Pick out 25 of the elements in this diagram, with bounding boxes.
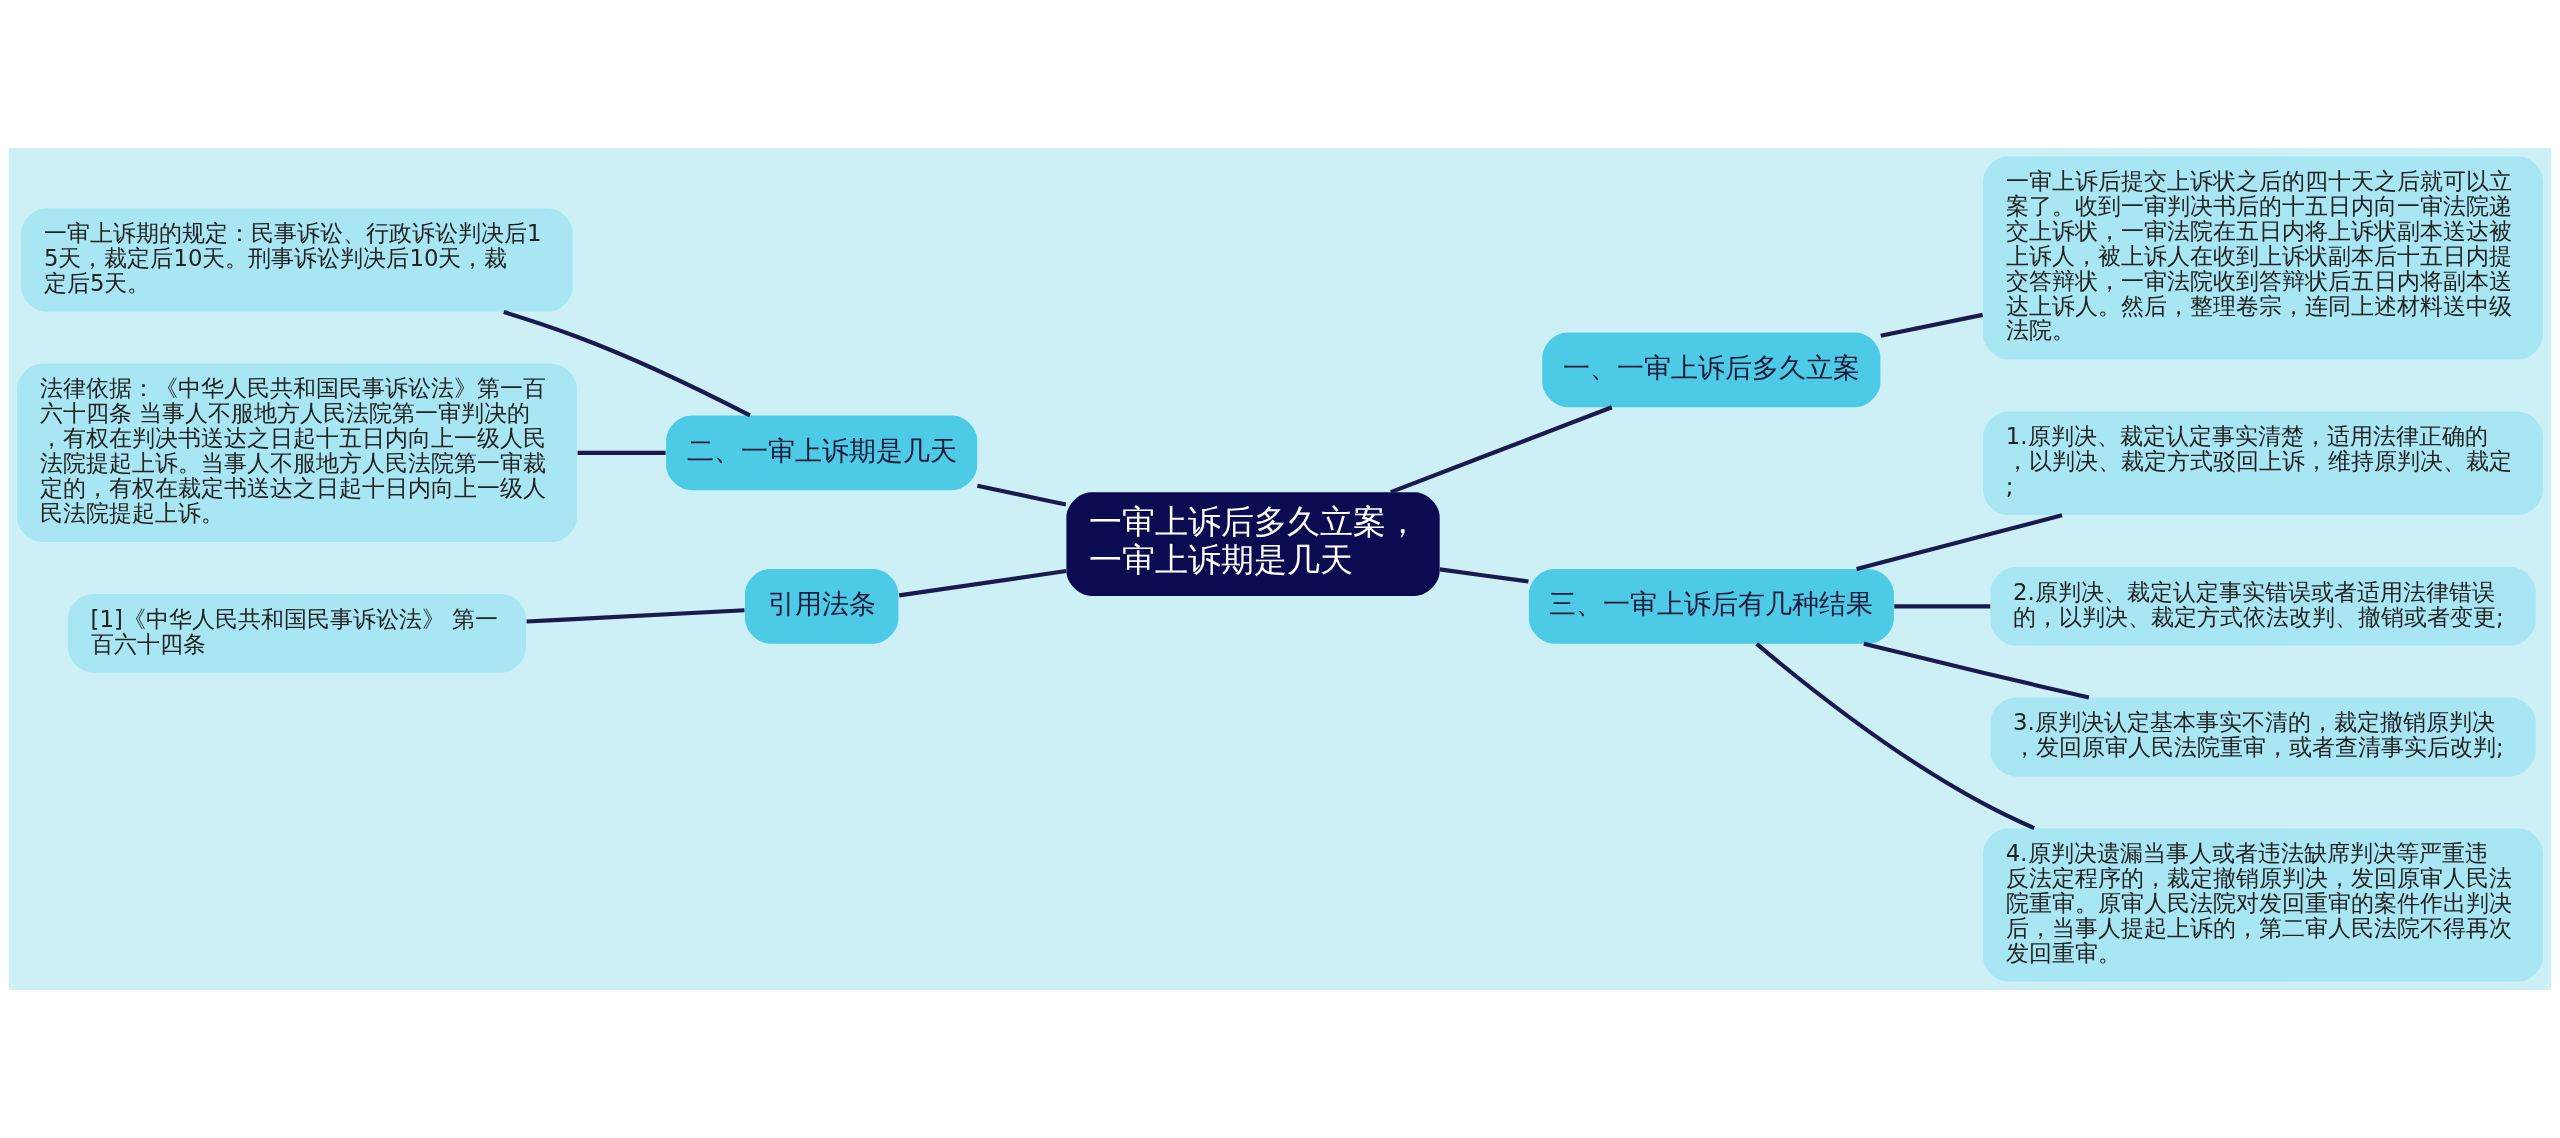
connector — [1863, 641, 2090, 700]
node-box: 4.原判决遗漏当事人或者违法缺席判决等严重违反法定程序的，裁定撤销原判决，发回原审人民法院重审。原审人民法院对发回重审的案件作出判决后，当事人提起上诉的，第二审人民法院不得再次发回重审。 — [1983, 828, 2543, 982]
node-box: 三、一审上诉后有几种结果 — [1528, 569, 1894, 644]
connector — [577, 450, 666, 455]
connector — [1439, 567, 1529, 584]
node-box: 二、一审上诉期是几天 — [666, 415, 978, 491]
connector — [1755, 642, 2035, 831]
connector — [526, 608, 745, 624]
connector — [1894, 604, 1991, 609]
node-box: 一审上诉后提交上诉状之后的四十天之后就可以立案了。收到一审判决书后的十五日内向一审法院递交上诉状，一审法院在五日内将上诉状副本送达被上诉人，被上诉人在收到上诉状副本后十五日内提交答辩状，一审法院收到答辩状后五日内将副本送达上诉人。然后，整理卷宗，连同上述材料送中级法院。 — [1983, 156, 2543, 360]
node-box: 一、一审上诉后多久立案 — [1542, 332, 1881, 408]
node-box: 1.原判决、裁定认定事实清楚，适用法律正确的，以判决、裁定方式驳回上诉，维持原判决、裁定; — [1983, 411, 2543, 516]
node-box: 一审上诉后多久立案，一审上诉期是几天 — [1066, 492, 1440, 596]
connector — [1880, 312, 1984, 338]
connector — [1390, 405, 1613, 494]
node-box: 一审上诉期的规定：民事诉讼、行政诉讼判决后15天，裁定后10天。刑事诉讼判决后10天，裁定后5天。 — [21, 208, 573, 312]
node-box: [1]《中华人民共和国民事诉讼法》 第一百六十四条 — [67, 593, 527, 673]
node-box: 法律依据：《中华人民共和国民事诉讼法》第一百六十四条 当事人不服地方人民法院第一审判决的，有权在判决书送达之日起十五日内向上一级人民法院提起上诉。当事人不服地方人民法院第一审裁定的，有权在裁定书送达之日起十日内向上一级人民法院提起上诉。 — [17, 363, 577, 543]
connector — [976, 483, 1067, 507]
node-box: 2.原判决、裁定认定事实错误或者适用法律错误的，以判决、裁定方式依法改判、撤销或者变更; — [1990, 566, 2536, 646]
connector — [898, 568, 1067, 598]
node-box: 3.原判决认定基本事实不清的，裁定撤销原判决，发回原审人民法院重审，或者查清事实后改判; — [1990, 697, 2536, 777]
connector — [503, 310, 751, 418]
node-box: 引用法条 — [744, 569, 899, 644]
connector — [1856, 513, 2063, 571]
